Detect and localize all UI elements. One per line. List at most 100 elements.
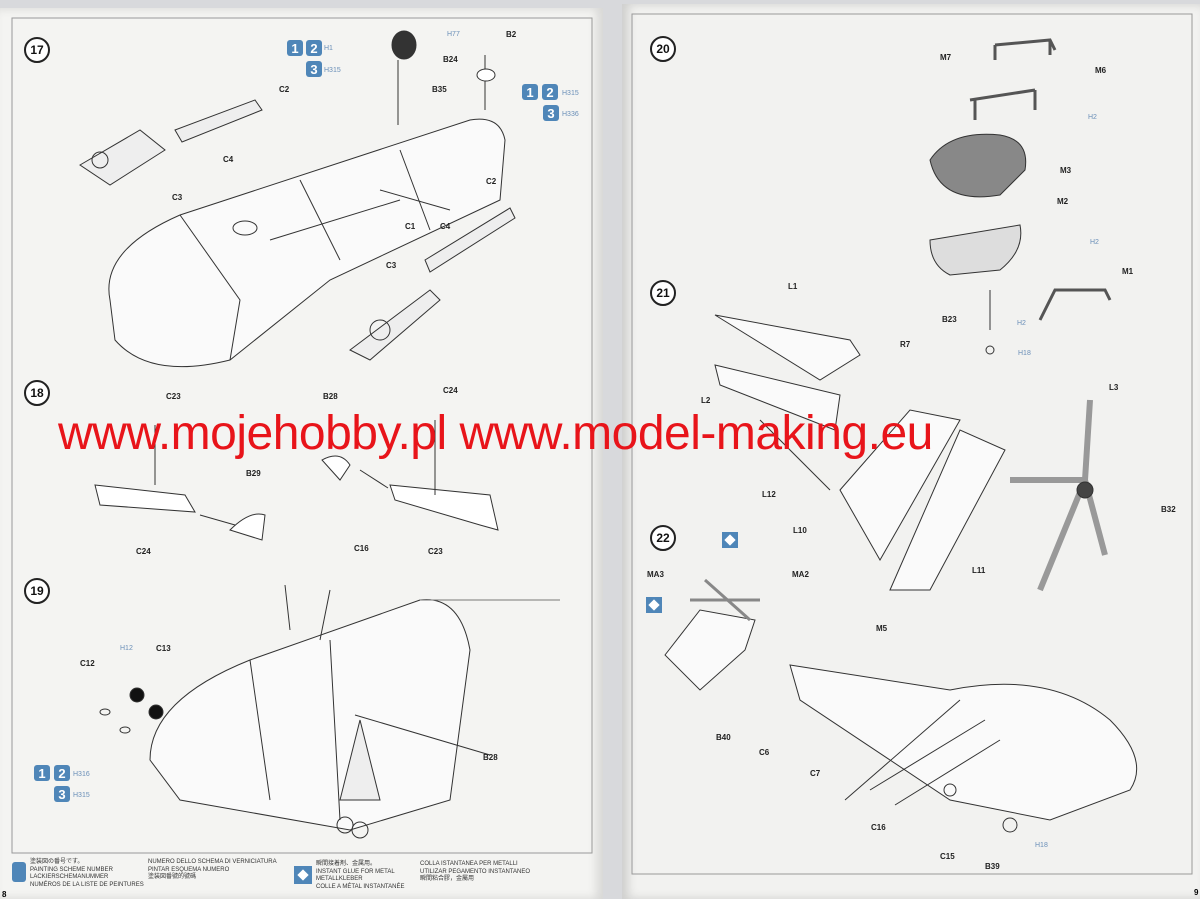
step-22-marker: 22: [650, 525, 676, 551]
paint-code: H316: [73, 771, 90, 778]
legend-instant-glue-2: COLLA ISTANTANEA PER METALLI UTILIZAR PE…: [420, 861, 530, 884]
paint-scheme-badge: 2: [306, 40, 322, 56]
watermark-text: www.mojehobby.pl www.model-making.eu: [58, 407, 933, 460]
paint-scheme-badge: 2: [54, 765, 70, 781]
part-label: M3: [1060, 166, 1072, 175]
legend-instant-glue: 瞬間接着剤、金属用。 INSTANT GLUE FOR METAL METALL…: [316, 861, 404, 891]
part-label: MA3: [647, 570, 664, 579]
legend-line: NUMÉROS DE LA LISTE DE PEINTURES: [30, 881, 144, 888]
part-label: C23: [166, 392, 181, 401]
step-21-marker: 21: [650, 280, 676, 306]
paint-code: H1: [324, 45, 333, 52]
helicopter-fuselage-17: [79, 30, 516, 368]
paint-code: H12: [120, 645, 133, 652]
paint-code: H18: [1018, 350, 1031, 357]
legend-line: UTILIZAR PEGAMENTO INSTANTANEO: [420, 868, 531, 875]
legend-line: COLLE A MÉTAL INSTANTANÉE: [316, 883, 405, 890]
part-label: C3: [386, 261, 397, 270]
legend-line: 瞬間接着剤、金属用。: [316, 861, 377, 867]
legend-paint-scheme-2: NUMERO DELLO SCHEMA DI VERNICIATURA PINT…: [148, 859, 277, 882]
tail-rotor-21: [714, 314, 1108, 592]
legend-line: 塗装図の番号です。: [30, 859, 84, 865]
step-17-marker: 17: [24, 37, 50, 63]
paint-code: H2: [1017, 320, 1026, 327]
part-label: C1: [405, 222, 416, 231]
left-frame: [11, 17, 593, 854]
float-assembly-20: [929, 38, 1112, 355]
legend-line: METALLKLEBER: [316, 876, 363, 882]
paint-scheme-badge: 1: [522, 84, 538, 100]
part-label: L12: [762, 490, 776, 499]
right-frame: [631, 13, 1193, 875]
part-label: M6: [1095, 66, 1107, 75]
paint-code: H77: [447, 31, 460, 38]
part-label: C16: [871, 823, 886, 832]
paint-scheme-badge: 3: [543, 105, 559, 121]
part-label: M7: [940, 53, 952, 62]
legend-line: PINTAR ESQUEMA NUMERO: [148, 866, 230, 873]
instant-glue-icon: [294, 866, 312, 884]
part-label: B39: [985, 862, 1000, 871]
paint-code: H315: [562, 90, 579, 97]
part-label: R7: [900, 340, 911, 349]
part-label: C12: [80, 659, 95, 668]
helicopter-cockpit-19: [99, 584, 560, 839]
paint-code: H336: [562, 111, 579, 118]
instant-glue-icon: [722, 532, 738, 548]
paint-scheme-badge: 1: [287, 40, 303, 56]
part-label: B32: [1161, 505, 1176, 514]
paint-code: H315: [324, 67, 341, 74]
step-20-marker: 20: [650, 36, 676, 62]
paint-code: H18: [1035, 842, 1048, 849]
part-label: L10: [793, 526, 807, 535]
part-label: L2: [701, 396, 711, 405]
legend-line: COLLA ISTANTANEA PER METALLI: [420, 861, 518, 867]
legend-paint-scheme: 塗装図の番号です。 PAINTING SCHEME NUMBER LACKIER…: [30, 859, 144, 889]
step-19-marker: 19: [24, 578, 50, 604]
part-label: B28: [483, 753, 498, 762]
paint-scheme-badge: 3: [54, 786, 70, 802]
part-label: C3: [172, 193, 183, 202]
part-label: C16: [354, 544, 369, 553]
part-label: L3: [1109, 383, 1119, 392]
part-label: C7: [810, 769, 821, 778]
part-label: C4: [440, 222, 451, 231]
part-label: L1: [788, 282, 798, 291]
step-18-marker: 18: [24, 380, 50, 406]
paint-code: H315: [73, 792, 90, 799]
page-number-left: 8: [2, 890, 7, 899]
helicopter-tail-22: [664, 578, 1138, 833]
page-number-right: 9: [1194, 888, 1199, 897]
legend-line: LACKIERSCHEMANUMMER: [30, 874, 109, 880]
part-label: B23: [942, 315, 957, 324]
part-label: C24: [136, 547, 151, 556]
part-label: B24: [443, 55, 458, 64]
part-label: C23: [428, 547, 443, 556]
legend-line: 瞬間粘合膠，金屬用: [420, 876, 475, 882]
part-label: B2: [506, 30, 517, 39]
paint-code: H2: [1088, 114, 1097, 121]
legend-line: 塗装図番號的號碼: [148, 874, 197, 880]
part-label: C15: [940, 852, 955, 861]
legend-line: PAINTING SCHEME NUMBER: [30, 866, 113, 873]
part-label: C4: [223, 155, 234, 164]
part-label: C2: [279, 85, 290, 94]
part-label: M1: [1122, 267, 1134, 276]
part-label: M2: [1057, 197, 1069, 206]
paint-scheme-badge: 3: [306, 61, 322, 77]
legend-line: INSTANT GLUE FOR METAL: [316, 868, 395, 875]
part-label: MA2: [792, 570, 809, 579]
part-label: C24: [443, 386, 458, 395]
instant-glue-icon: [646, 597, 662, 613]
part-label: B28: [323, 392, 338, 401]
part-label: C13: [156, 644, 171, 653]
part-label: B35: [432, 85, 447, 94]
paint-scheme-legend-icon: [12, 862, 26, 882]
paint-scheme-badge: 2: [542, 84, 558, 100]
part-label: B29: [246, 469, 261, 478]
legend-line: NUMERO DELLO SCHEMA DI VERNICIATURA: [148, 859, 277, 865]
parts-18: [94, 420, 499, 541]
part-label: C2: [486, 177, 497, 186]
part-label: C6: [759, 748, 770, 757]
